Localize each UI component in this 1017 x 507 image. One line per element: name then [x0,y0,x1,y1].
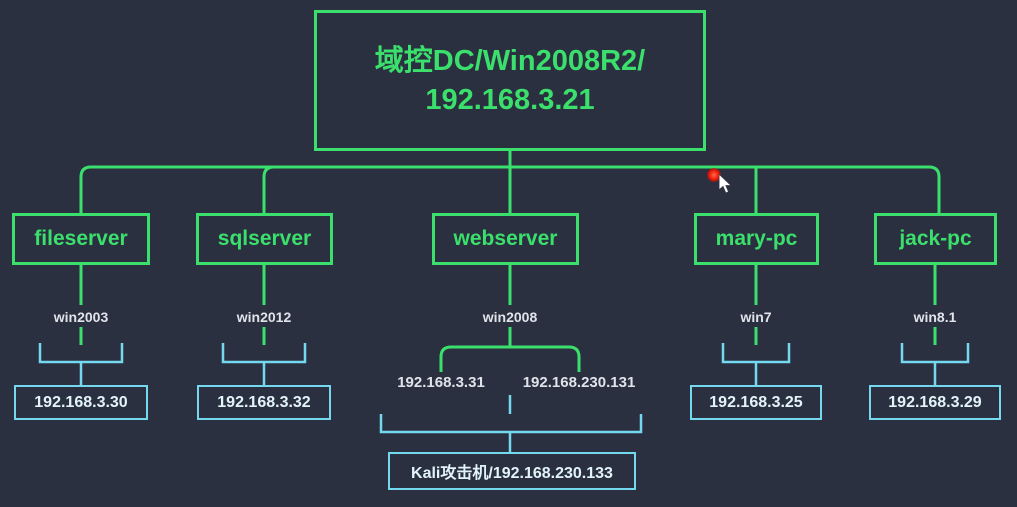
ip-label: 192.168.3.32 [217,393,311,411]
domain-controller-line-2: 192.168.3.21 [425,83,595,116]
host-node-fileserver[interactable]: fileserver [12,213,150,265]
host-label: jack-pc [899,227,972,250]
red-click-dot-icon [707,168,721,182]
ip-text-webserver-internal: 192.168.3.31 [397,374,485,391]
host-label: webserver [453,227,558,250]
ip-text-webserver-external: 192.168.230.131 [522,374,636,391]
host-label: sqlserver [217,227,312,250]
attacker-node-kali[interactable]: Kali攻击机/192.168.230.133 [388,452,636,490]
ip-box-jack-pc[interactable]: 192.168.3.29 [869,385,1001,420]
host-node-sqlserver[interactable]: sqlserver [196,213,333,265]
ip-box-sqlserver[interactable]: 192.168.3.32 [197,385,331,420]
ip-label: 192.168.3.29 [888,393,982,411]
host-node-mary-pc[interactable]: mary-pc [694,213,819,265]
os-label-fileserver: win2003 [53,309,109,325]
attacker-label: Kali攻击机/192.168.230.133 [411,465,613,482]
ip-label: 192.168.3.25 [709,393,803,411]
domain-controller-line-1: 域控DC/Win2008R2/ [374,45,646,78]
domain-controller-node[interactable]: 域控DC/Win2008R2/ 192.168.3.21 [314,10,706,151]
os-label-sqlserver: win2012 [236,309,292,325]
host-node-webserver[interactable]: webserver [432,213,579,265]
mouse-pointer-icon [719,174,733,194]
os-label-webserver: win2008 [482,309,538,325]
os-label-mary-pc: win7 [740,309,772,325]
ip-box-fileserver[interactable]: 192.168.3.30 [14,385,148,420]
ip-box-mary-pc[interactable]: 192.168.3.25 [690,385,822,420]
host-node-jack-pc[interactable]: jack-pc [874,213,997,265]
host-label: fileserver [34,227,128,250]
host-label: mary-pc [715,227,798,250]
ip-label: 192.168.3.30 [34,393,128,411]
os-label-jack-pc: win8.1 [913,309,957,325]
